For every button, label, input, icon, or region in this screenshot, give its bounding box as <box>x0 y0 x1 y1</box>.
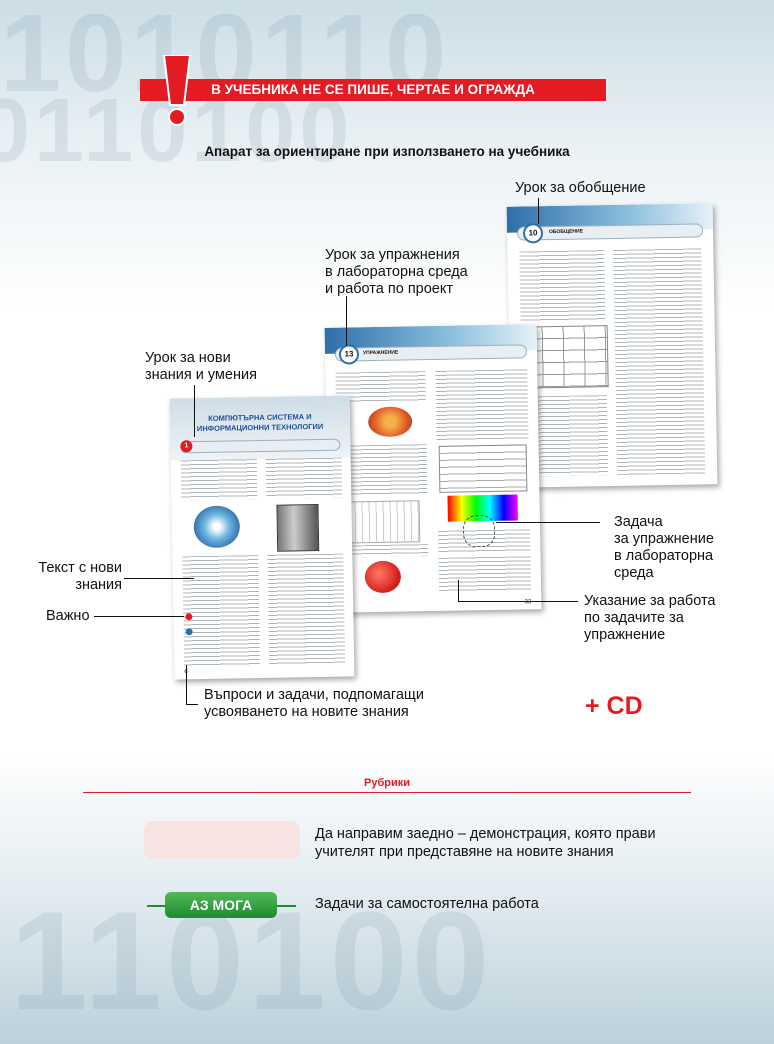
callout-line <box>538 198 539 224</box>
text-block <box>613 248 706 475</box>
page-header-title: УПРАЖНЕНИЕ <box>362 349 399 357</box>
callout-line <box>346 296 347 346</box>
table-image <box>438 444 528 493</box>
sketch-image <box>462 514 496 548</box>
badge-line-right <box>276 905 296 907</box>
i-can-description: Задачи за самостоятелна работа <box>315 896 539 912</box>
label-line: Урок за нови <box>145 350 231 366</box>
description-line: учителят при представяне на новите знани… <box>315 844 614 860</box>
label-summary-lesson: Урок за обобщение <box>515 180 646 196</box>
text-block <box>265 457 343 499</box>
callout-line <box>186 665 187 705</box>
text-block <box>267 553 346 665</box>
label-lab-lesson: Урок за упражнения в лабораторна среда и… <box>325 247 468 298</box>
callout-line <box>186 704 198 705</box>
lesson-number: 13 <box>338 344 360 365</box>
label-line: Урок за упражнения <box>325 247 460 263</box>
label-line: в лабораторна <box>614 548 714 564</box>
text-block <box>519 250 606 322</box>
divider <box>83 792 691 793</box>
thumbnail-theory-page: КОМПЮТЪРНА СИСТЕМА И ИНФОРМАЦИОННИ ТЕХНО… <box>169 395 355 680</box>
callout-line <box>194 385 195 437</box>
label-important: Важно <box>46 608 90 624</box>
lesson-number: 10 <box>522 223 544 244</box>
text-block <box>435 369 529 441</box>
exclamation-icon <box>162 55 192 126</box>
label-task-hint: Указание за работа по задачите за упражн… <box>584 593 716 644</box>
label-lab-task: Задача за упражнение в лабораторна среда <box>614 514 714 582</box>
label-line: упражнение <box>584 627 666 643</box>
label-new-knowledge-lesson: Урок за нови знания и умения <box>145 350 257 384</box>
label-line: за упражнение <box>614 531 714 547</box>
label-line: Въпроси и задачи, подпомагащи <box>204 687 424 703</box>
label-line: среда <box>614 565 654 581</box>
thumbnail-lab-page: 13 УПРАЖНЕНИЕ 33 <box>324 324 542 613</box>
callout-line <box>124 578 194 579</box>
page-header-title: ОБОБЩЕНИЕ <box>548 228 583 236</box>
rubriki-title: Рубрики <box>364 777 410 789</box>
callout-line <box>496 522 600 523</box>
text-block <box>438 556 532 593</box>
label-line: Задача <box>614 514 663 530</box>
label-new-knowledge-text: Текст с нови знания <box>30 560 122 594</box>
demo-rubric-description: Да направим заедно – демонстрация, която… <box>315 825 656 861</box>
callout-line <box>94 616 184 617</box>
label-questions: Въпроси и задачи, подпомагащи усвояванет… <box>204 687 424 721</box>
question-marker <box>185 628 193 636</box>
badge-line-left <box>147 905 167 907</box>
cd-badge: + CD <box>585 692 643 720</box>
tomato-image <box>364 560 402 594</box>
i-can-badge: АЗ МОГА <box>165 892 277 918</box>
label-line: Текст с нови <box>38 560 122 576</box>
text-block <box>180 459 258 501</box>
demo-rubric-badge <box>144 821 300 859</box>
label-line: в лабораторна среда <box>325 264 468 280</box>
warning-banner: В УЧЕБНИКА НЕ СЕ ПИШЕ, ЧЕРТАЕ И ОГРАЖДА <box>140 79 606 101</box>
label-line: Указание за работа <box>584 593 716 609</box>
pixel-grid-image <box>347 500 421 544</box>
label-line: и работа по проект <box>325 281 454 297</box>
computer-image <box>276 504 320 552</box>
flower-image <box>367 406 413 438</box>
description-line: Да направим заедно – демонстрация, която… <box>315 826 656 842</box>
page-heading: Апарат за ориентиране при използването н… <box>204 144 570 159</box>
label-line: знания и умения <box>145 367 257 383</box>
label-line: усвояването на новите знания <box>204 704 409 720</box>
important-marker <box>185 613 193 621</box>
illustration-image <box>193 505 241 549</box>
page-title-bar <box>516 223 704 241</box>
label-line: знания <box>75 577 122 593</box>
callout-line <box>458 601 578 602</box>
text-block <box>182 555 261 667</box>
callout-line <box>458 580 459 602</box>
label-line: по задачите за <box>584 610 684 626</box>
